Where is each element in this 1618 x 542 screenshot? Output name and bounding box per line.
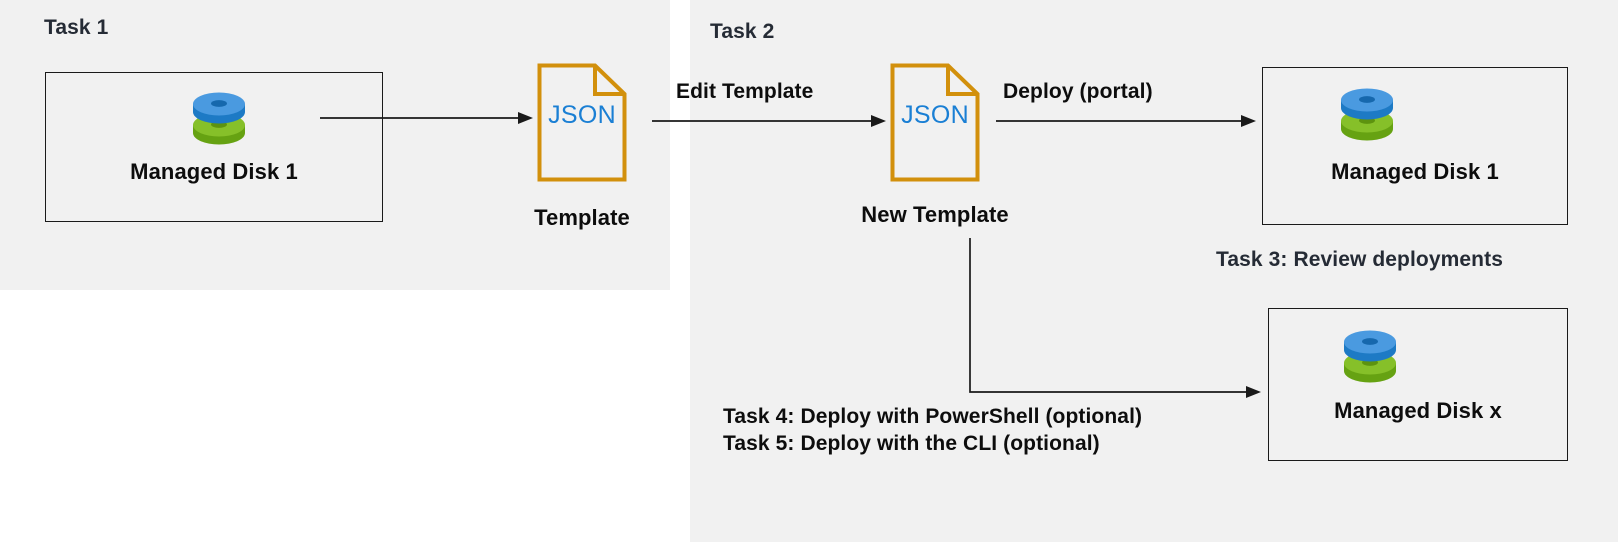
stacked-disk-icon <box>188 92 250 150</box>
task3-annotation: Task 3: Review deployments <box>1216 248 1503 271</box>
managed-disk-1-right-caption: Managed Disk 1 <box>1331 159 1499 184</box>
task2-panel <box>690 0 1618 542</box>
new-template-caption: New Template <box>861 202 1009 227</box>
managed-disk-1-box-left <box>45 72 383 222</box>
connector-disk-to-template <box>320 110 535 126</box>
json-doc-text-new-template: JSON <box>901 101 969 129</box>
edit-template-label: Edit Template <box>676 80 814 103</box>
managed-disk-x-box <box>1268 308 1568 461</box>
task4-annotation: Task 4: Deploy with PowerShell (optional… <box>723 405 1143 428</box>
deploy-portal-label: Deploy (portal) <box>1003 80 1153 103</box>
connector-newtemplate-to-diskx <box>963 238 1263 404</box>
task2-label: Task 2 <box>710 20 775 43</box>
template-caption: Template <box>534 205 630 230</box>
connector-template-to-newtemplate <box>652 113 888 129</box>
json-doc-text-template: JSON <box>548 101 616 129</box>
stacked-disk-icon <box>1339 330 1401 388</box>
stacked-disk-icon <box>1336 88 1398 146</box>
managed-disk-x-caption: Managed Disk x <box>1334 398 1502 423</box>
task5-annotation: Task 5: Deploy with the CLI (optional) <box>723 432 1100 455</box>
task1-label: Task 1 <box>44 16 109 39</box>
managed-disk-1-left-caption: Managed Disk 1 <box>130 159 298 184</box>
json-document-icon-new-template <box>890 63 980 182</box>
managed-disk-1-box-right <box>1262 67 1568 225</box>
connector-newtemplate-to-disk1 <box>996 113 1258 129</box>
json-document-icon-template <box>537 63 627 182</box>
task1-panel <box>0 0 670 290</box>
